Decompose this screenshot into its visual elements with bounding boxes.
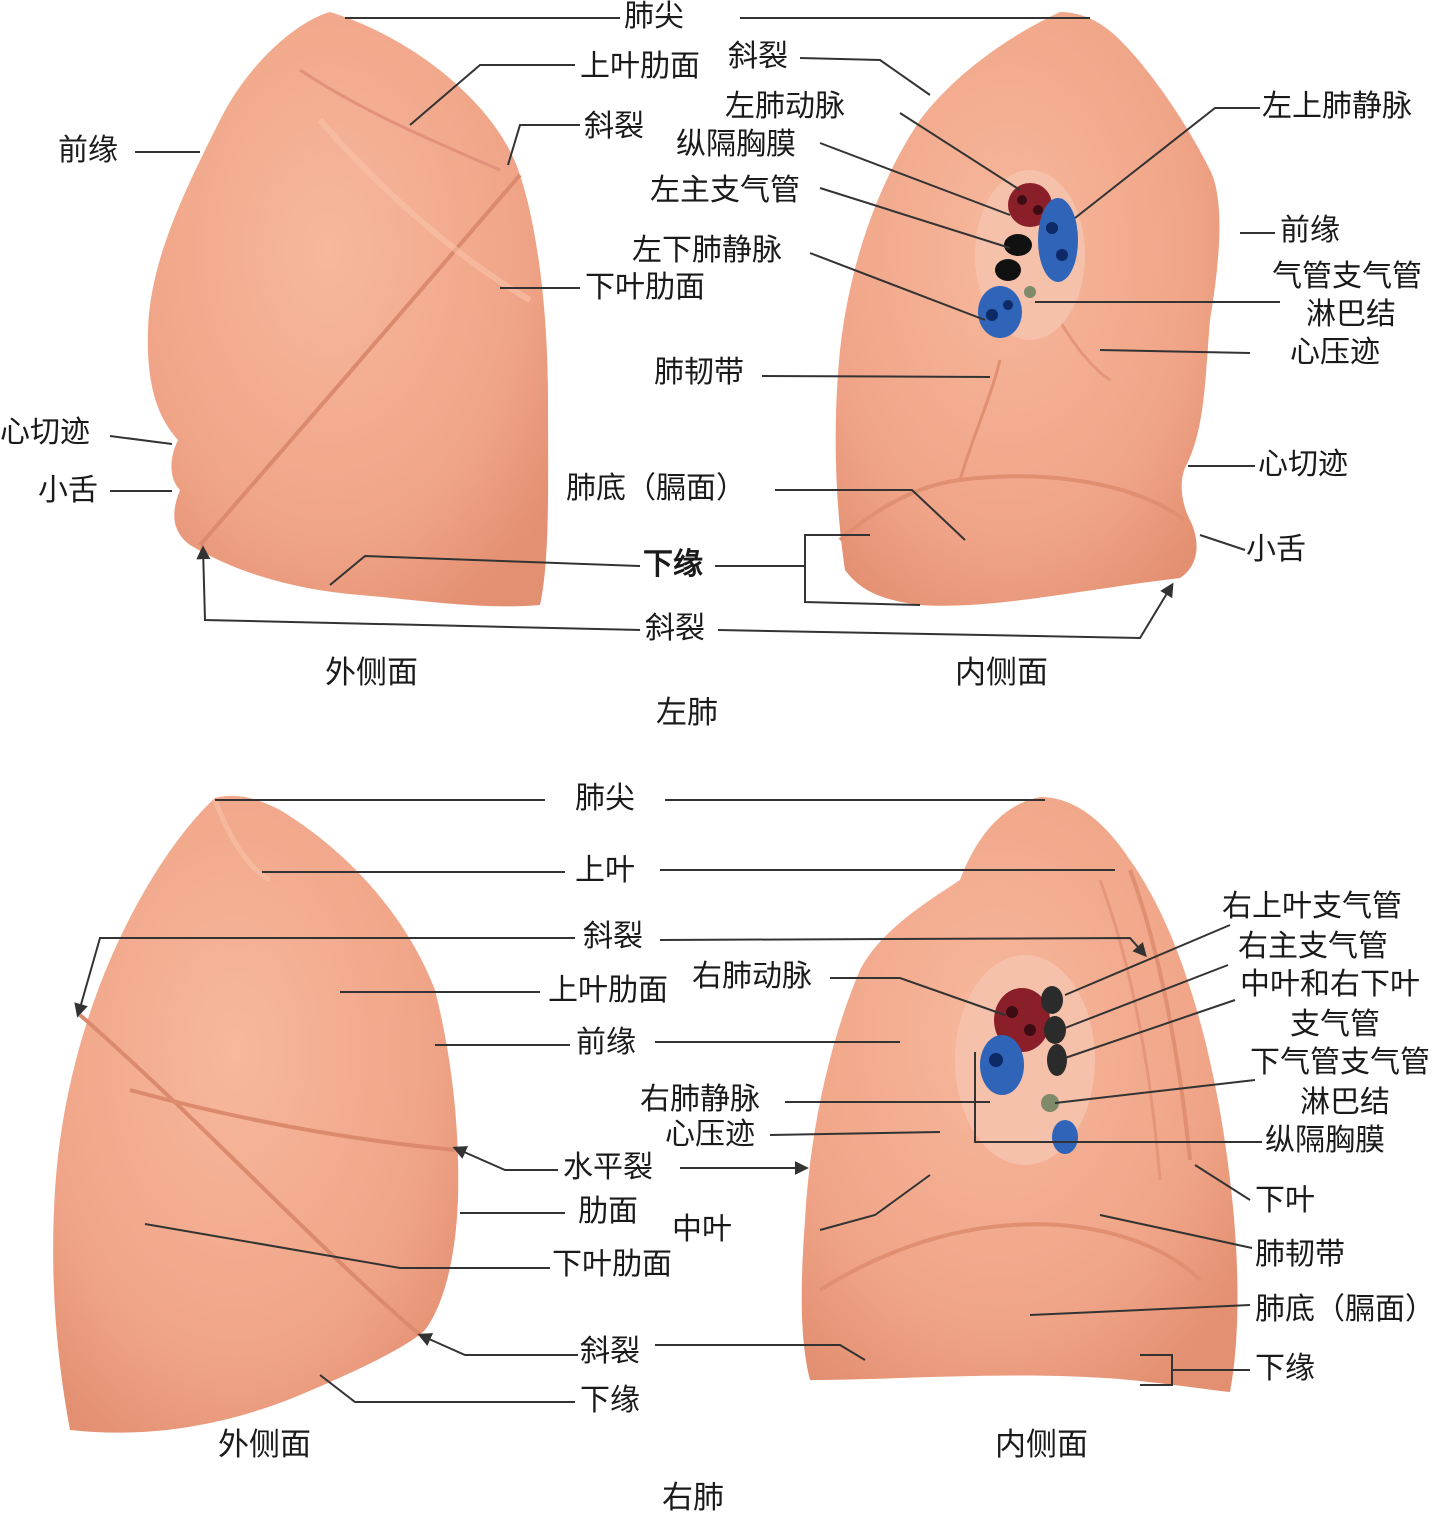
label-right-middle-lobe: 中叶 — [672, 1212, 732, 1247]
label-right-costal-surface: 肋面 — [578, 1194, 638, 1229]
right-upper-lobe-bronchus-shape — [1041, 986, 1063, 1014]
label-left-lateral-oblique: 斜裂 — [584, 109, 644, 144]
label-left-lateral-anterior-border: 前缘 — [58, 133, 118, 168]
label-left-apex: 肺尖 — [624, 0, 684, 34]
label-right-main-bronchus: 右主支气管 — [1238, 929, 1388, 964]
right-lung-lateral — [53, 795, 459, 1433]
label-left-pulmonary-artery: 左肺动脉 — [725, 89, 845, 124]
label-right-mediastinal-pleura: 纵隔胸膜 — [1265, 1123, 1385, 1158]
label-right-oblique-bottom: 斜裂 — [580, 1334, 640, 1369]
right-lateral-lung-shape — [53, 795, 459, 1433]
label-left-inferior-pulmonary-vein: 左下肺静脉 — [632, 233, 782, 268]
label-right-upper-lobe-bronchus: 右上叶支气管 — [1222, 889, 1402, 924]
label-right-horizontal-fissure: 水平裂 — [563, 1150, 653, 1185]
label-left-inferior-border: 下缘 — [643, 547, 703, 582]
right-oblique-fissure-line — [78, 1013, 422, 1337]
left-inferior-vein-shape — [978, 286, 1022, 338]
left-lateral-lung-shape — [147, 12, 549, 607]
label-right-cardiac-impression: 心压迹 — [665, 1117, 755, 1152]
label-left-medial-oblique: 斜裂 — [728, 39, 788, 74]
label-right-lower-costal: 下叶肋面 — [552, 1247, 672, 1282]
label-right-upper-lobe: 上叶 — [575, 853, 635, 888]
label-left-mediastinal-pleura: 纵隔胸膜 — [676, 127, 796, 162]
right-lung-medial — [801, 797, 1238, 1392]
caption-right-lateral: 外侧面 — [218, 1427, 311, 1463]
leader-lines — [74, 17, 1280, 1403]
right-pulmonary-vein-shape — [980, 1035, 1024, 1095]
label-left-lymph-nodes-2: 淋巴结 — [1306, 297, 1396, 332]
left-lung-medial — [835, 12, 1220, 606]
right-lymph-node — [1041, 1094, 1059, 1112]
left-pulmonary-artery-shape — [1008, 183, 1052, 227]
label-right-apex: 肺尖 — [575, 781, 635, 816]
label-left-pulmonary-ligament: 肺韧带 — [654, 355, 744, 390]
label-left-medial-anterior-border: 前缘 — [1280, 213, 1340, 248]
right-middle-lower-bronchus-shape — [1047, 1044, 1067, 1076]
label-left-medial-lingula: 小舌 — [1246, 532, 1306, 567]
label-right-oblique-top: 斜裂 — [583, 919, 643, 954]
label-right-middle-lower-bronchus-1: 中叶和右下叶 — [1240, 967, 1420, 1002]
caption-right-medial: 内侧面 — [995, 1427, 1088, 1463]
left-lymph-node — [1024, 286, 1036, 298]
left-bronchus-1 — [1004, 234, 1032, 256]
label-left-lower-costal: 下叶肋面 — [585, 270, 705, 305]
label-left-base: 肺底（膈面） — [566, 471, 746, 506]
label-left-lateral-cardiac-notch: 心切迹 — [0, 415, 90, 450]
label-right-pulmonary-vein: 右肺静脉 — [640, 1082, 760, 1117]
title-left-lung: 左肺 — [656, 695, 718, 731]
label-right-anterior-border: 前缘 — [576, 1025, 636, 1060]
left-bronchus-2 — [995, 259, 1021, 281]
title-right-lung: 右肺 — [662, 1480, 724, 1516]
right-pulmonary-artery-shape — [994, 988, 1050, 1052]
right-horizontal-fissure-line — [129, 1088, 456, 1152]
right-lower-vein-shape — [1052, 1120, 1078, 1154]
right-main-bronchus-shape — [1044, 1016, 1066, 1044]
left-superior-vein-shape — [1038, 198, 1078, 282]
label-left-oblique-fissure: 斜裂 — [645, 611, 705, 646]
label-left-superior-pulmonary-vein: 左上肺静脉 — [1262, 89, 1412, 124]
label-right-pulmonary-ligament: 肺韧带 — [1255, 1237, 1345, 1272]
label-left-lymph-nodes-1: 气管支气管 — [1272, 259, 1422, 294]
label-right-medial-inferior-border: 下缘 — [1255, 1351, 1315, 1386]
label-left-medial-cardiac-notch: 心切迹 — [1258, 447, 1348, 482]
label-left-lateral-lingula: 小舌 — [38, 473, 98, 508]
label-left-cardiac-impression: 心压迹 — [1290, 335, 1380, 370]
caption-left-medial: 内侧面 — [955, 655, 1048, 691]
label-left-upper-costal: 上叶肋面 — [580, 49, 700, 84]
label-right-base: 肺底（膈面） — [1255, 1292, 1435, 1327]
label-right-pulmonary-artery: 右肺动脉 — [692, 959, 812, 994]
label-right-lower-lobe: 下叶 — [1255, 1183, 1315, 1218]
label-left-main-bronchus: 左主支气管 — [650, 173, 800, 208]
label-right-middle-lower-bronchus-2: 支气管 — [1290, 1007, 1380, 1042]
label-right-lymph-nodes-2: 淋巴结 — [1300, 1085, 1390, 1120]
caption-left-lateral: 外侧面 — [325, 655, 418, 691]
label-right-lateral-inferior-border: 下缘 — [580, 1383, 640, 1418]
label-right-lymph-nodes-1: 下气管支气管 — [1250, 1045, 1430, 1080]
left-oblique-fissure-line — [198, 173, 522, 547]
left-lung-lateral — [147, 12, 549, 607]
label-right-upper-costal: 上叶肋面 — [548, 973, 668, 1008]
